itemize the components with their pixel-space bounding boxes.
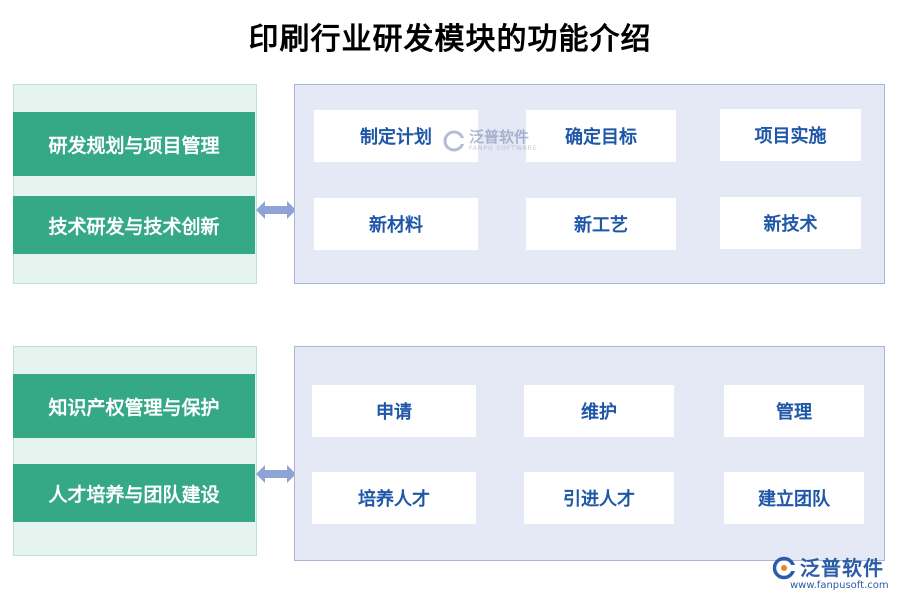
section2-item-6: 建立团队 (724, 472, 864, 524)
section2-left-item-2: 人才培养与团队建设 (13, 464, 255, 522)
section1-item-3: 项目实施 (720, 109, 861, 161)
brand-name: 泛普软件 (800, 556, 884, 580)
watermark-name: 泛普软件 (469, 128, 530, 146)
page-title: 印刷行业研发模块的功能介绍 (248, 22, 652, 57)
section1-left-item-2: 技术研发与技术创新 (13, 196, 255, 254)
section2-item-2: 维护 (524, 385, 674, 437)
section1-item-5: 新工艺 (526, 198, 676, 250)
double-arrow-icon (256, 465, 296, 483)
fanpu-logo-icon (443, 130, 465, 151)
fanpu-logo-icon (772, 556, 796, 580)
watermark: 泛普软件 FANPU SOFTWARE (443, 129, 538, 152)
double-arrow-icon (256, 201, 296, 219)
section1-item-4: 新材料 (314, 198, 478, 250)
section2-left-item-1: 知识产权管理与保护 (13, 374, 255, 438)
section2-item-3: 管理 (724, 385, 864, 437)
section1-item-6: 新技术 (720, 197, 861, 249)
section1-item-1: 制定计划 (314, 110, 478, 162)
section2-item-1: 申请 (312, 385, 476, 437)
section1-item-2: 确定目标 (526, 110, 676, 162)
section2-item-4: 培养人才 (312, 472, 476, 524)
brand-logo: 泛普软件 (772, 556, 884, 580)
brand-url: www.fanpusoft.com (790, 580, 889, 591)
watermark-sub: FANPU SOFTWARE (469, 145, 538, 152)
section2-right-panel (294, 346, 885, 561)
section2-item-5: 引进人才 (524, 472, 674, 524)
section1-left-item-1: 研发规划与项目管理 (13, 112, 255, 176)
